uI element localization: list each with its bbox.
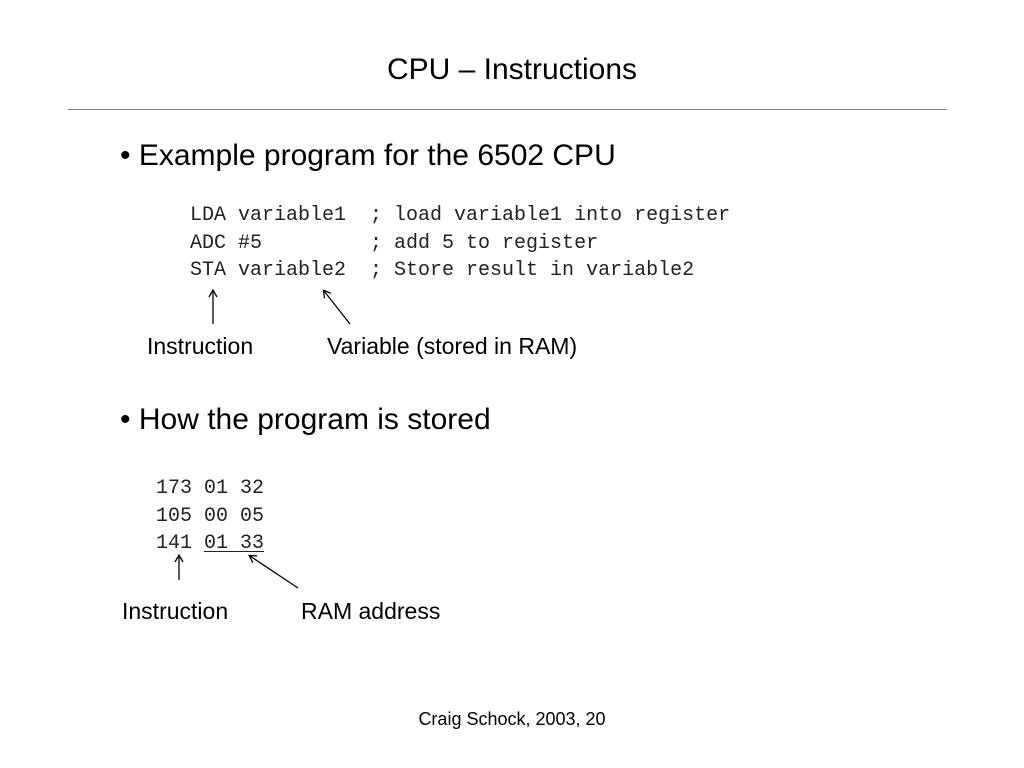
arrow-to-variable	[322, 289, 351, 325]
machine-code-block: 173 01 32 105 00 05 141 01 33	[156, 475, 264, 558]
slide-footer: Craig Schock, 2003, 20	[418, 709, 606, 729]
code-line-lda: LDA variable1 ; load variable1 into regi…	[190, 204, 731, 227]
caption-instruction-2: Instruction	[122, 598, 229, 624]
bullet-program-stored: • How the program is stored	[120, 403, 491, 436]
code-line-sta: STA variable2 ; Store result in variable…	[190, 259, 695, 282]
machine-line-1: 173 01 32	[156, 477, 265, 500]
slide-title: CPU – Instructions	[386, 53, 638, 86]
machine-line-3: 141 01 33	[156, 530, 264, 558]
code-line-adc: ADC #5 ; add 5 to register	[190, 231, 599, 255]
arrow-to-ram-address	[248, 554, 299, 589]
machine-line-2: 105 00 05	[156, 504, 265, 528]
machine-line-3-address: 01 33	[204, 532, 265, 555]
assembly-code-block: LDA variable1 ; load variable1 into regi…	[190, 202, 730, 285]
caption-variable: Variable (stored in RAM)	[327, 333, 578, 359]
bullet-example-program: • Example program for the 6502 CPU	[120, 139, 616, 172]
machine-line-3-opcode: 141	[156, 532, 205, 555]
caption-ram-address: RAM address	[301, 598, 441, 624]
title-divider	[68, 109, 947, 110]
caption-instruction: Instruction	[147, 333, 254, 359]
